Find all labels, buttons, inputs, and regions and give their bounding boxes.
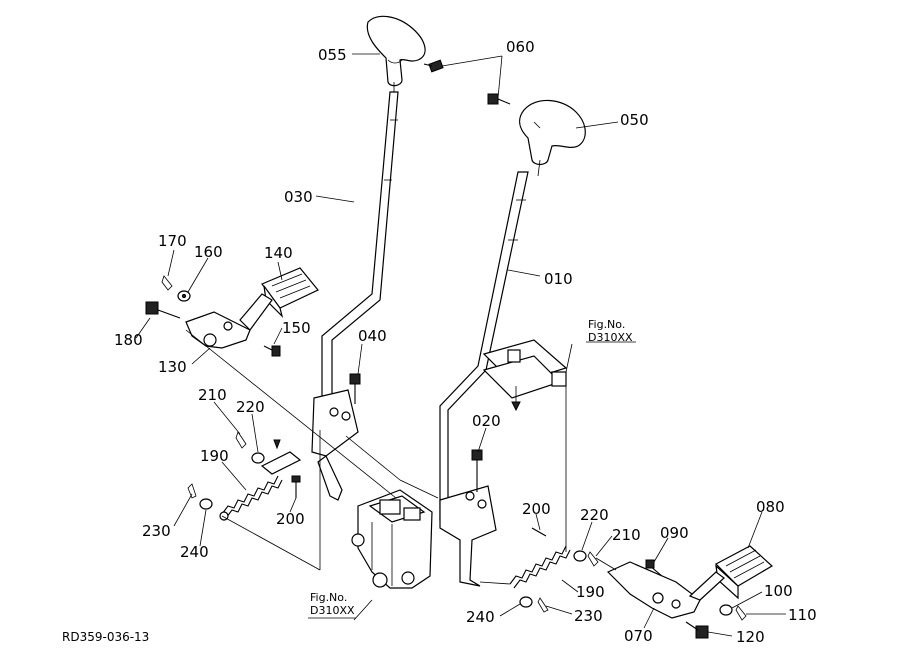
bolt-060-upper: [423, 59, 444, 73]
knob-050: [519, 99, 586, 177]
label-190-left: 190: [200, 447, 229, 465]
label-190-right: 190: [576, 583, 605, 601]
pin-230-left: [187, 483, 197, 499]
bolt-200-left: [291, 475, 301, 498]
lever-030: [311, 91, 399, 501]
label-070: 070: [624, 627, 653, 645]
fig-ref-bottom-line1: Fig.No.: [310, 591, 347, 604]
spring-190-right: [509, 545, 571, 589]
label-010: 010: [544, 270, 573, 288]
label-220-right: 220: [580, 506, 609, 524]
pedal-arm-130: [185, 293, 273, 349]
label-240-left: 240: [180, 543, 209, 561]
label-130: 130: [158, 358, 187, 376]
label-080: 080: [756, 498, 785, 516]
label-200-right: 200: [522, 500, 551, 518]
fig-ref-bottom-line2: D310XX: [310, 604, 355, 617]
label-210-left: 210: [198, 386, 227, 404]
label-020: 020: [472, 412, 501, 430]
label-160: 160: [194, 243, 223, 261]
bolt-060-lower: [487, 93, 511, 105]
bolt-020: [471, 449, 483, 492]
washer-220-right: [573, 550, 587, 562]
pin-110: [735, 605, 747, 621]
washer-240-left: [199, 498, 213, 510]
pedal-arm-070: [606, 561, 725, 619]
washer-160: [177, 290, 191, 302]
fig-ref-right: Fig.No. D310XX: [588, 318, 633, 344]
bolt-180: [145, 301, 181, 319]
pin-230-right: [537, 597, 549, 613]
label-140: 140: [264, 244, 293, 262]
label-170: 170: [158, 232, 187, 250]
label-210-right: 210: [612, 526, 641, 544]
label-040: 040: [358, 327, 387, 345]
label-200-left: 200: [276, 510, 305, 528]
bracket-left-spring: [260, 439, 302, 475]
leader-lines: [135, 53, 786, 637]
label-060: 060: [506, 38, 535, 56]
knob-055: [366, 15, 426, 92]
label-030: 030: [284, 188, 313, 206]
spring-190-left: [219, 475, 283, 521]
fig-ref-right-line2: D310XX: [588, 331, 633, 344]
label-240-right: 240: [466, 608, 495, 626]
label-100: 100: [764, 582, 793, 600]
washer-240-right: [519, 596, 533, 608]
lever-010: [439, 171, 529, 587]
drawing-code: RD359-036-13: [62, 630, 149, 644]
bolt-090: [645, 559, 663, 577]
label-050: 050: [620, 111, 649, 129]
label-150: 150: [282, 319, 311, 337]
label-055: 055: [318, 46, 347, 64]
bracket-plate-right: [482, 339, 568, 412]
label-220-left: 220: [236, 398, 265, 416]
label-120: 120: [736, 628, 765, 646]
pin-170: [161, 275, 173, 291]
label-090: 090: [660, 524, 689, 542]
washer-100: [719, 604, 733, 616]
valve-block: [351, 489, 433, 589]
bolt-120: [685, 621, 709, 639]
bolt-040: [349, 373, 361, 404]
washer-220-left: [251, 452, 265, 464]
pedal-140: [261, 267, 319, 318]
label-230-left: 230: [142, 522, 171, 540]
label-180: 180: [114, 331, 143, 349]
part-labels: 055 060 050 030 010 170 160 140 180 150 …: [114, 38, 817, 646]
pin-210-right: [587, 551, 599, 567]
pin-210-left: [235, 431, 247, 449]
fig-ref-bottom: Fig.No. D310XX: [308, 591, 356, 619]
fig-ref-right-line1: Fig.No.: [588, 318, 625, 331]
label-230-right: 230: [574, 607, 603, 625]
bolt-150: [263, 345, 281, 357]
bolt-200-right: [531, 527, 547, 537]
label-110: 110: [788, 606, 817, 624]
